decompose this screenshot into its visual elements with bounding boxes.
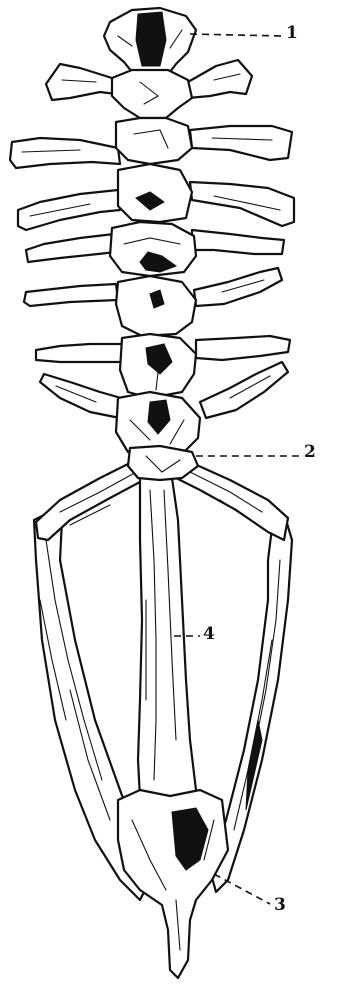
- vertebral-column: [104, 8, 200, 480]
- ribs-right: [188, 60, 294, 418]
- label-4: 4: [203, 626, 215, 643]
- central-long-bone: [138, 478, 196, 804]
- label-3: 3: [274, 897, 286, 914]
- label-2: 2: [304, 444, 316, 461]
- label-1: 1: [286, 25, 298, 42]
- leader-line-1: [190, 34, 284, 36]
- lower-bone-mass: [118, 790, 228, 978]
